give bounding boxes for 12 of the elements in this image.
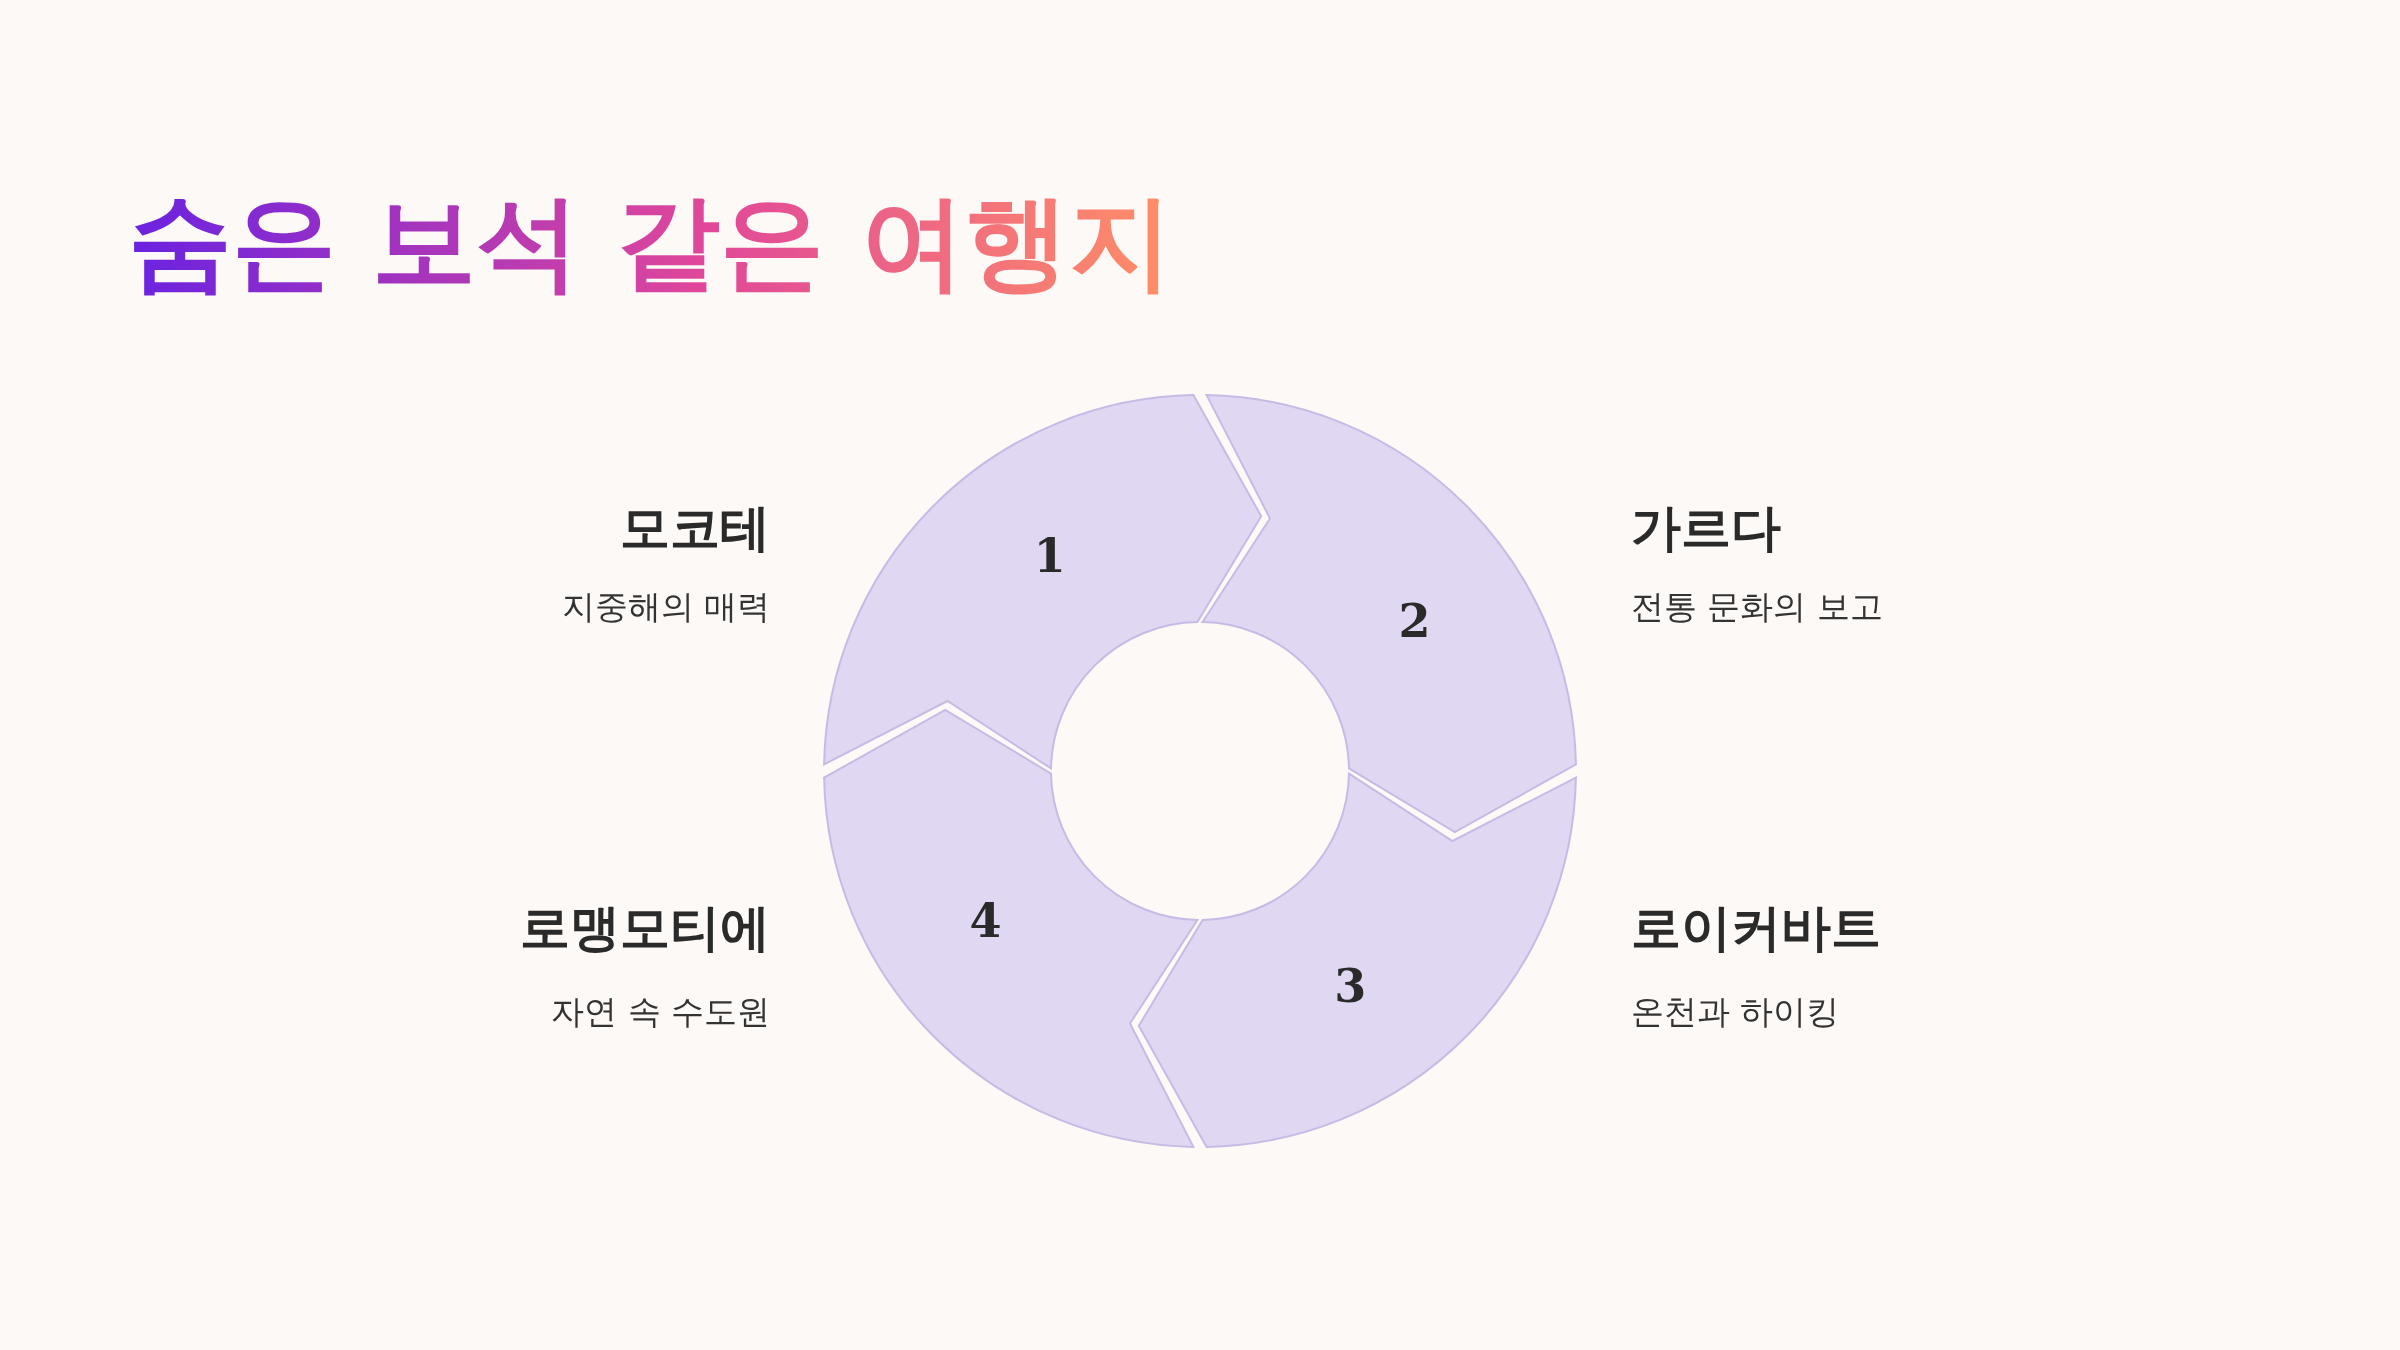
place-name: 로이커바트 [1631,898,1881,959]
step-number: 3 [1334,958,1367,1013]
place-name: 로맹모티에 [520,898,770,959]
place-description: 지중해의 매력 [561,586,770,628]
place-description: 자연 속 수도원 [551,991,770,1033]
place-description: 전통 문화의 보고 [1631,586,1883,628]
place-description: 온천과 하이킹 [1631,991,1840,1033]
step-number: 1 [1033,529,1066,584]
place-name: 모코테 [620,498,770,559]
step-number: 4 [969,894,1002,949]
step-number: 2 [1398,593,1431,648]
place-name: 가르다 [1631,498,1781,559]
